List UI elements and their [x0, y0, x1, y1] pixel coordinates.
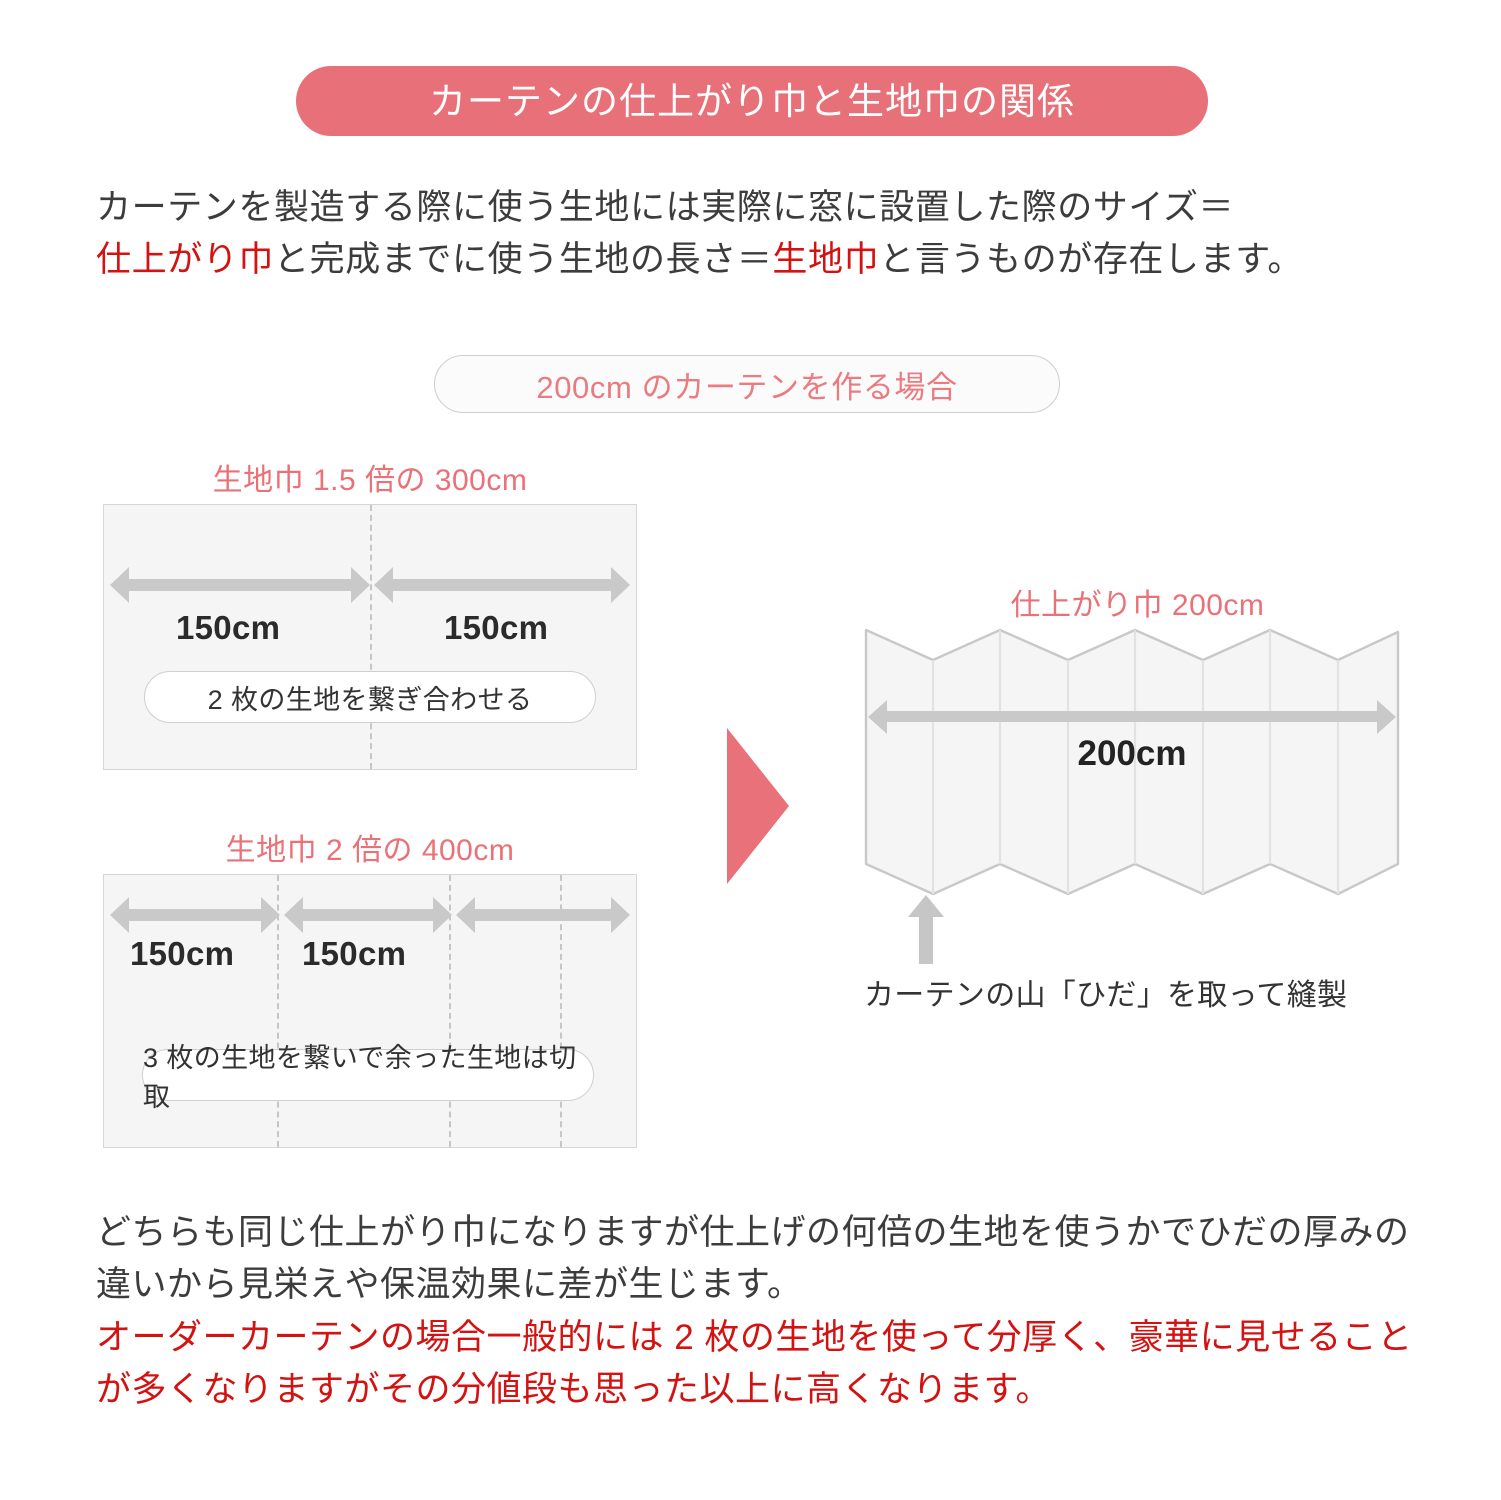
- fabric-panel-2-arrow-segment-3: [456, 897, 630, 933]
- arrow-head-right-icon: [611, 567, 630, 603]
- arrow-head-left-icon: [374, 567, 393, 603]
- fabric-panel-2-dimension-1: 150cm: [130, 935, 235, 972]
- fabric-panel-1-arrow-segment-2: [374, 567, 630, 603]
- arrow-head-right-icon: [433, 897, 452, 933]
- curtain-illustration: [862, 622, 1402, 902]
- arrow-head-right-icon: [261, 897, 280, 933]
- fabric-panel-2-note: 3 枚の生地を繋いで余った生地は切取: [143, 1043, 577, 1112]
- fabric-panel-1-note-pill: 2 枚の生地を繋ぎ合わせる: [144, 671, 596, 723]
- fabric-panel-2-dimension-2: 150cm: [302, 935, 407, 972]
- pleat-pointer-arrow-icon: [908, 895, 944, 964]
- intro-paragraph: カーテンを製造する際に使う生地には実際に窓に設置した際のサイズ＝ 仕上がり巾と完…: [96, 182, 1416, 286]
- fabric-panel-2-arrow-segment-2: [284, 897, 452, 933]
- fabric-panel-1-arrow-row: [110, 567, 630, 603]
- arrow-head-left-icon: [456, 897, 475, 933]
- arrow-head-right-icon: [351, 567, 370, 603]
- outro-paragraph-gray: どちらも同じ仕上がり巾になりますが仕上げの何倍の生地を使うかでひだの厚みの違いか…: [96, 1213, 1410, 1304]
- arrow-head-right-icon: [611, 897, 630, 933]
- arrow-shaft: [391, 579, 613, 591]
- arrow-head-left-icon: [110, 567, 129, 603]
- arrow-shaft: [301, 909, 435, 921]
- fabric-panel-1-box: 150cm 150cm 2 枚の生地を繋ぎ合わせる: [103, 504, 637, 770]
- arrow-shaft: [127, 579, 353, 591]
- arrow-shaft: [473, 909, 613, 921]
- case-pill: 200cm のカーテンを作る場合: [434, 355, 1060, 413]
- fabric-panel-1-arrow-segment-1: [110, 567, 370, 603]
- arrow-shaft: [885, 711, 1379, 722]
- fabric-panel-2-label: 生地巾 2 倍の 400cm: [225, 834, 515, 867]
- fabric-panel-2-box: 150cm 150cm 3 枚の生地を繋いで余った生地は切取: [103, 874, 637, 1148]
- curtain-dimension-arrow: [868, 700, 1396, 734]
- fabric-panel-2-note-pill: 3 枚の生地を繋いで余った生地は切取: [142, 1043, 594, 1112]
- process-arrow-icon: [727, 728, 789, 884]
- curtain-label: 仕上がり巾 200cm: [1010, 589, 1265, 622]
- fabric-panel-1-dimension-2: 150cm: [444, 609, 549, 646]
- fabric-panel-2-seam-3: [560, 875, 562, 1147]
- arrow-head-left-icon: [868, 700, 887, 734]
- intro-line1: カーテンを製造する際に使う生地には実際に窓に設置した際のサイズ＝: [96, 188, 1235, 227]
- page-title-pill: カーテンの仕上がり巾と生地巾の関係: [296, 66, 1208, 136]
- intro-line2-mid: と完成までに使う生地の長さ＝: [274, 239, 773, 279]
- intro-highlight-fabric-width: 生地巾: [772, 239, 880, 279]
- intro-highlight-finished-width: 仕上がり巾: [96, 239, 275, 279]
- fabric-panel-2-seam-2: [449, 875, 451, 1147]
- fabric-panel-1-dimension-1: 150cm: [176, 609, 281, 646]
- fabric-panel-2-seam-1: [277, 875, 279, 1147]
- fabric-panel-2-arrow-row: [110, 897, 630, 933]
- arrow-shaft: [127, 909, 263, 921]
- case-label: 200cm のカーテンを作る場合: [536, 369, 958, 405]
- curtain-caption: カーテンの山「ひだ」を取って縫製: [864, 979, 1348, 1012]
- intro-line2-end: と言うものが存在します。: [879, 239, 1303, 279]
- fabric-panel-1-label: 生地巾 1.5 倍の 300cm: [212, 464, 528, 497]
- arrow-head-left-icon: [284, 897, 303, 933]
- outro-paragraph-red: オーダーカーテンの場合一般的には 2 枚の生地を使って分厚く、豪華に見せることが…: [96, 1318, 1413, 1409]
- fabric-panel-1-note: 2 枚の生地を繋ぎ合わせる: [207, 684, 533, 715]
- page-title: カーテンの仕上がり巾と生地巾の関係: [429, 80, 1075, 122]
- curtain-dimension-label: 200cm: [1077, 734, 1187, 773]
- arrow-head-left-icon: [110, 897, 129, 933]
- arrow-head-right-icon: [1377, 700, 1396, 734]
- fabric-panel-1-seam-1: [370, 505, 372, 769]
- fabric-panel-2-arrow-segment-1: [110, 897, 280, 933]
